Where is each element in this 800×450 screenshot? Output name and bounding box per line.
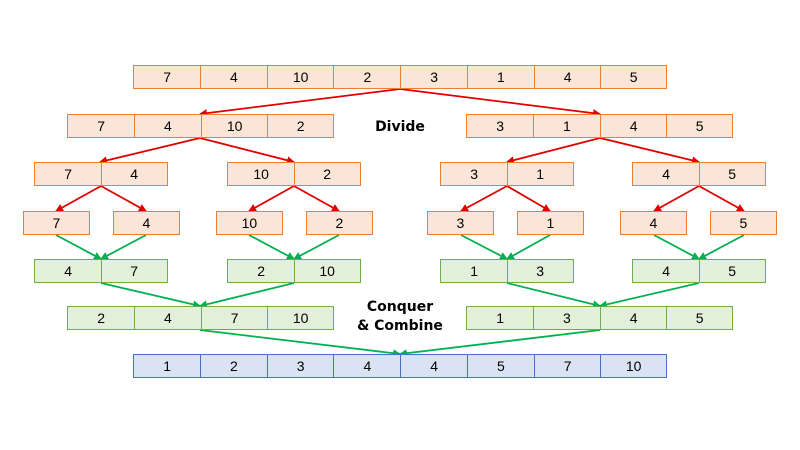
merged-half-cell: 3 <box>532 306 600 330</box>
sorted-array-cell: 5 <box>466 354 534 378</box>
merged-pair-cell: 10 <box>293 259 361 283</box>
divide-arrow <box>460 185 508 212</box>
divide-half-cell: 3 <box>466 114 534 138</box>
divide-quarter-cell: 4 <box>632 162 700 186</box>
divide-half-cell: 5 <box>666 114 733 138</box>
merged-pair-cell: 5 <box>698 259 766 283</box>
divide-quarter-cell: 1 <box>506 162 574 186</box>
sorted-array-cell: 7 <box>533 354 601 378</box>
combine-arrow <box>399 329 601 358</box>
merged-half-cell: 4 <box>133 306 201 330</box>
divide-quarter-cell: 4 <box>100 162 168 186</box>
combine-arrow <box>293 234 340 260</box>
combine-arrow <box>100 282 201 309</box>
single-element-cell: 7 <box>23 211 90 235</box>
single-element-cell: 1 <box>517 211 584 235</box>
sorted-array-cell: 1 <box>133 354 201 378</box>
input-array-cell: 1 <box>466 65 534 89</box>
combine-arrow <box>248 234 295 260</box>
combine-arrow <box>199 282 295 309</box>
divide-arrow <box>55 185 102 212</box>
divide-quarter-cell: 5 <box>698 162 766 186</box>
divide-half-cell: 10 <box>200 114 268 138</box>
combine-arrow <box>698 234 745 260</box>
merged-pair-cell: 4 <box>34 259 102 283</box>
input-array-cell: 4 <box>533 65 601 89</box>
sorted-array-cell: 3 <box>266 354 334 378</box>
divide-quarter-cell: 3 <box>440 162 508 186</box>
input-array-cell: 2 <box>333 65 401 89</box>
merged-half-cell: 2 <box>67 306 135 330</box>
single-element-cell: 5 <box>710 211 777 235</box>
input-array-cell: 3 <box>400 65 468 89</box>
divide-arrow <box>99 137 201 165</box>
divide-half-cell: 4 <box>133 114 201 138</box>
merged-pair-cell: 1 <box>440 259 508 283</box>
combine-arrow <box>199 329 401 358</box>
divide-arrow <box>100 185 147 212</box>
single-element-cell: 4 <box>113 211 180 235</box>
divide-label: Divide <box>375 119 425 135</box>
divide-arrow <box>599 137 700 165</box>
input-array-cell: 7 <box>133 65 201 89</box>
combine-arrow <box>460 234 508 260</box>
input-array-cell: 5 <box>600 65 667 89</box>
single-element-cell: 2 <box>306 211 373 235</box>
divide-quarter-cell: 2 <box>293 162 361 186</box>
merged-half-cell: 1 <box>466 306 534 330</box>
combine-arrow <box>599 282 700 309</box>
conquer-label: Conquer <box>366 299 434 315</box>
combine-label: & Combine <box>357 318 443 334</box>
merged-pair-cell: 7 <box>100 259 168 283</box>
merged-half-cell: 10 <box>267 306 334 330</box>
merged-pair-cell: 3 <box>506 259 574 283</box>
merged-half-cell: 4 <box>599 306 667 330</box>
divide-half-cell: 7 <box>67 114 135 138</box>
input-array-cell: 4 <box>199 65 267 89</box>
sorted-array-cell: 10 <box>600 354 667 378</box>
divide-half-cell: 1 <box>532 114 600 138</box>
sorted-array-cell: 4 <box>400 354 468 378</box>
divide-arrow <box>293 185 340 212</box>
divide-arrow <box>698 185 745 212</box>
input-array-cell: 10 <box>266 65 334 89</box>
single-element-cell: 10 <box>216 211 283 235</box>
single-element-cell: 3 <box>427 211 494 235</box>
merged-half-cell: 5 <box>666 306 733 330</box>
divide-arrow <box>199 137 295 165</box>
divide-quarter-cell: 10 <box>227 162 295 186</box>
divide-arrow <box>653 185 700 212</box>
combine-arrow <box>506 282 601 309</box>
merged-pair-cell: 2 <box>227 259 295 283</box>
divide-arrow <box>399 88 601 118</box>
divide-half-cell: 4 <box>599 114 667 138</box>
divide-arrow <box>199 88 401 118</box>
single-element-cell: 4 <box>620 211 687 235</box>
divide-arrow <box>506 185 551 212</box>
merged-half-cell: 7 <box>200 306 268 330</box>
sorted-array-cell: 2 <box>199 354 267 378</box>
combine-arrow <box>653 234 700 260</box>
divide-half-cell: 2 <box>267 114 334 138</box>
divide-quarter-cell: 7 <box>34 162 102 186</box>
sorted-array-cell: 4 <box>333 354 401 378</box>
divide-arrow <box>506 137 601 165</box>
divide-arrow <box>248 185 295 212</box>
combine-arrow <box>100 234 147 260</box>
combine-arrow <box>506 234 551 260</box>
merged-pair-cell: 4 <box>632 259 700 283</box>
combine-arrow <box>55 234 102 260</box>
